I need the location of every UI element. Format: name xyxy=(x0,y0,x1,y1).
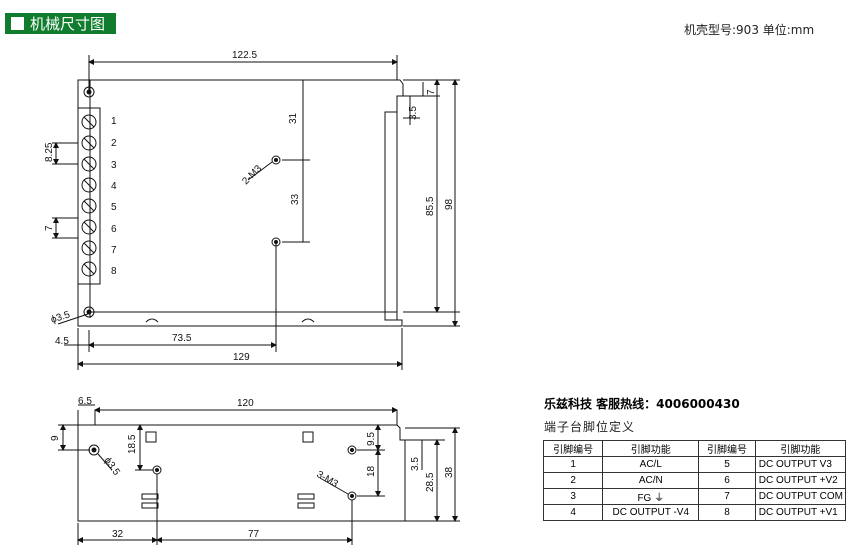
terminal-block xyxy=(77,107,101,285)
dim-9: 9 xyxy=(50,435,61,441)
terminal-number: 6 xyxy=(111,224,117,235)
pin-function: AC/L xyxy=(602,456,700,473)
pin-function: FG ⏚ xyxy=(602,488,700,505)
dim-6-5: 6.5 xyxy=(78,396,92,407)
dim-18: 18 xyxy=(366,465,377,477)
table-header-row: 引脚编号 引脚功能 引脚编号 引脚功能 xyxy=(542,440,847,457)
label-2-m3: 2-M3 xyxy=(240,163,264,187)
side-m3-hole-2 xyxy=(347,445,357,455)
pin-function: DC OUTPUT -V4 xyxy=(602,504,700,521)
model-info: 机壳型号:903 单位:mm xyxy=(684,23,815,37)
side-slot xyxy=(302,431,314,443)
terminal-number: 3 xyxy=(111,160,117,171)
side-view-outline xyxy=(77,424,406,522)
dim-32: 32 xyxy=(112,529,124,540)
table-row: 2 AC/N 6 DC OUTPUT +V2 xyxy=(542,472,847,489)
pin-number: 6 xyxy=(698,472,756,489)
section-title-text: 机械尺寸图 xyxy=(30,15,106,33)
dim-8-25: 8.25 xyxy=(44,142,55,162)
pin-number: 8 xyxy=(698,504,756,521)
top-view-outline xyxy=(77,79,404,327)
pin-function: AC/N xyxy=(602,472,700,489)
col-pin-function: 引脚功能 xyxy=(754,440,847,457)
square-icon xyxy=(11,17,24,30)
pin-number: 2 xyxy=(542,472,604,489)
terminal-number: 2 xyxy=(111,138,117,149)
table-row: 4 DC OUTPUT -V4 8 DC OUTPUT +V1 xyxy=(542,504,847,521)
pin-function: DC OUTPUT V3 xyxy=(754,456,847,473)
pin-number: 4 xyxy=(542,504,604,521)
terminal-number: 5 xyxy=(111,202,117,213)
col-pin-number: 引脚编号 xyxy=(698,440,756,457)
dim-129: 129 xyxy=(233,352,250,363)
pin-number: 5 xyxy=(698,456,756,473)
dim-85-5: 85.5 xyxy=(425,196,436,216)
pin-table-title: 端子台脚位定义 xyxy=(544,420,636,434)
pin-definition-table: 引脚编号 引脚功能 引脚编号 引脚功能 1 AC/L 5 DC OUTPUT V… xyxy=(542,440,847,521)
dim-77: 77 xyxy=(248,529,260,540)
terminal-number: 4 xyxy=(111,181,117,192)
side-view xyxy=(58,404,460,545)
col-pin-function: 引脚功能 xyxy=(602,440,700,457)
dim-38: 38 xyxy=(444,466,455,478)
dim-side-3-5: 3.5 xyxy=(410,457,421,471)
terminal-screws xyxy=(81,114,97,277)
section-title: 机械尺寸图 xyxy=(5,13,116,34)
dim-9-5: 9.5 xyxy=(366,432,377,446)
dim-73-5: 73.5 xyxy=(172,333,192,344)
pin-number: 3 xyxy=(542,488,604,505)
side-view-labels: 6.5 120 9 18.5 ϕ3.5 9.5 18 3.5 28.5 38 3… xyxy=(50,396,455,540)
dim-7-left: 7 xyxy=(44,225,55,231)
terminal-numbers: 1 2 3 4 5 6 7 8 xyxy=(111,116,117,277)
dim-4-5: 4.5 xyxy=(55,336,69,347)
pin-function: DC OUTPUT +V1 xyxy=(754,504,847,521)
side-slot xyxy=(145,431,157,443)
terminal-number: 1 xyxy=(111,116,117,127)
side-flange xyxy=(384,111,398,321)
terminal-number: 7 xyxy=(111,245,117,256)
top-view-labels: 122.5 31 33 85.5 98 7 3.5 8.25 7 ϕ3.5 4.… xyxy=(44,50,455,363)
dim-18-5: 18.5 xyxy=(127,434,138,454)
terminal-number: 8 xyxy=(111,266,117,277)
bottom-mount-hole xyxy=(83,306,95,318)
m3-hole-1 xyxy=(271,155,281,165)
dim-122-5: 122.5 xyxy=(232,50,257,61)
pin-number: 1 xyxy=(542,456,604,473)
table-row: 1 AC/L 5 DC OUTPUT V3 xyxy=(542,456,847,473)
pin-function: DC OUTPUT +V2 xyxy=(754,472,847,489)
dim-7: 7 xyxy=(426,89,437,95)
pin-function: DC OUTPUT COM xyxy=(754,488,847,505)
dim-3-5-top: 3.5 xyxy=(408,106,419,120)
dim-28-5: 28.5 xyxy=(425,472,436,492)
company-hotline: 乐兹科技 客服热线：4006000430 xyxy=(544,397,740,411)
dim-31: 31 xyxy=(288,112,299,124)
pin-number: 7 xyxy=(698,488,756,505)
col-pin-number: 引脚编号 xyxy=(542,440,604,457)
dim-98: 98 xyxy=(444,198,455,210)
dim-side-phi3-5: ϕ3.5 xyxy=(102,455,122,478)
top-view xyxy=(52,55,460,370)
dim-120: 120 xyxy=(237,398,254,409)
dim-33: 33 xyxy=(290,193,301,205)
table-row: 3 FG ⏚ 7 DC OUTPUT COM xyxy=(542,488,847,505)
